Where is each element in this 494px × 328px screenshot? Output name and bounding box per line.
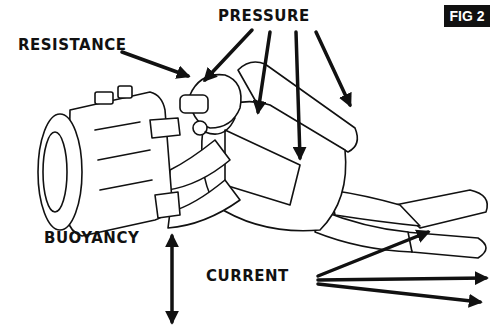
current-arrow: [318, 232, 428, 276]
regulator-hose: [205, 118, 235, 134]
current-arrow: [318, 278, 486, 280]
pressure-arrow: [205, 30, 252, 80]
force-label: CURRENT: [206, 265, 289, 285]
housing-handle: [150, 118, 180, 138]
figure-number: FIG 2: [449, 8, 484, 24]
pressure-arrow: [316, 32, 350, 105]
buoyancy-arrow: [170, 236, 174, 322]
resistance-arrow: [122, 52, 188, 76]
current-arrow: [318, 284, 480, 302]
force-label: PRESSURE: [218, 5, 310, 25]
force-label: RESISTANCE: [18, 35, 126, 55]
pressure-arrow: [296, 32, 300, 158]
force-label: BUOYANCY: [44, 227, 139, 247]
housing-knob: [118, 86, 132, 98]
camera-housing: [68, 92, 172, 236]
housing-detail: [95, 122, 152, 190]
dive-mask: [180, 95, 208, 113]
housing-knob: [95, 92, 113, 104]
pressure-arrow: [258, 32, 270, 112]
regulator: [193, 121, 207, 135]
lens-port: [43, 132, 67, 212]
lens-port: [38, 114, 82, 230]
housing-handle: [155, 192, 180, 218]
figure-tag: FIG 2: [444, 5, 490, 27]
